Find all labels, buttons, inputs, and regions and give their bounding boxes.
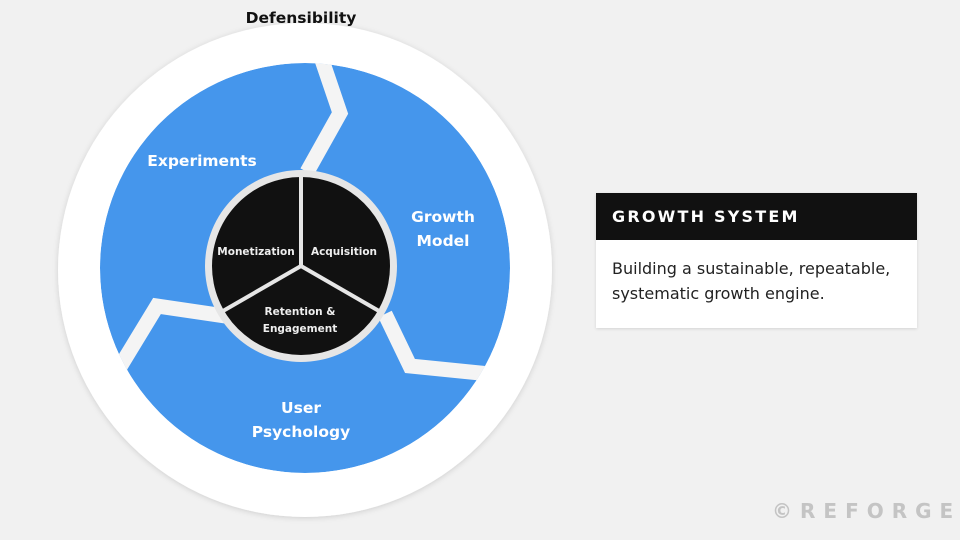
growth-system-diagram: Defensibility Experiments Growth Model U…	[58, 9, 552, 517]
card-title: GROWTH SYSTEM	[596, 193, 917, 240]
monetization-label: Monetization	[217, 246, 294, 258]
defensibility-label: Defensibility	[246, 9, 357, 27]
core-divider	[300, 264, 380, 313]
core-divider	[222, 264, 302, 313]
growth-model-label-2: Model	[417, 232, 470, 250]
user-psychology-label-2: Psychology	[252, 423, 350, 441]
separator-top	[299, 63, 349, 176]
experiments-label: Experiments	[147, 152, 256, 170]
acquisition-label: Acquisition	[311, 246, 377, 258]
retention-label-1: Retention &	[265, 306, 336, 318]
growth-system-card: GROWTH SYSTEM Building a sustainable, re…	[596, 193, 917, 328]
growth-model-label-1: Growth	[411, 208, 475, 226]
card-line-1: Building a sustainable, repeatable,	[612, 259, 891, 278]
reforge-logo: ©REFORGE	[772, 499, 960, 523]
user-psychology-label-1: User	[281, 399, 321, 417]
card-description: Building a sustainable, repeatable, syst…	[596, 240, 917, 322]
card-line-2: systematic growth engine.	[612, 284, 825, 303]
retention-label-2: Engagement	[263, 323, 337, 335]
